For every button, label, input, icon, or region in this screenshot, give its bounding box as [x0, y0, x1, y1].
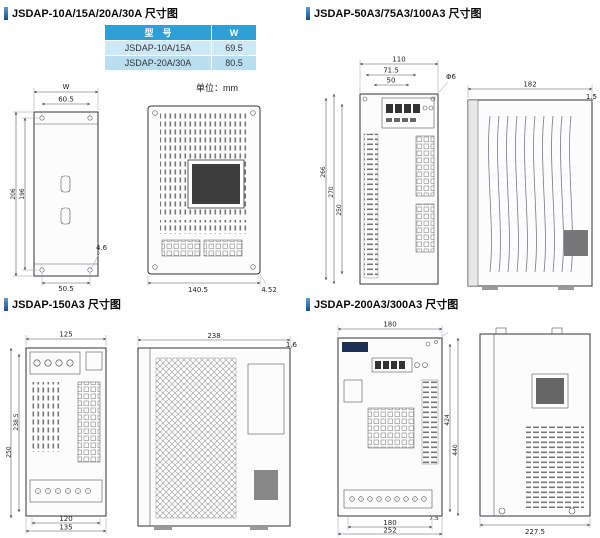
dim-mount-width: 120: [59, 515, 72, 523]
connector-block: [203, 239, 243, 257]
dim-bottom-width: 135: [59, 524, 72, 532]
dim-depth: 238: [207, 332, 220, 340]
dimensions: 140.5 4.52: [147, 273, 277, 294]
drawing-s1-back-view: W 60.5 206 196 50.5 4.6: [10, 83, 108, 292]
model-width-table: 型 号 W JSDAP-10A/15A 69.5 JSDAP-20A/30A 8…: [104, 24, 257, 71]
dim-mount-width: 180: [383, 519, 396, 527]
dim-height-a: 238.5: [13, 413, 20, 430]
dim-panel: 1.5: [586, 93, 597, 101]
dim-height-b: 440: [452, 444, 459, 456]
drawing-s2-front-view: 110 71.5 50 266 270 250 Φ6: [320, 56, 457, 285]
model-cell: JSDAP-20A/30A: [105, 56, 211, 70]
drive-body: [137, 347, 291, 530]
dimensions: 238 1.6: [137, 332, 298, 351]
drive-body: [467, 99, 593, 290]
dim-mount-width: 71.5: [383, 67, 399, 75]
dim-width: 180: [383, 321, 396, 329]
drive-body: [25, 347, 107, 517]
section-marker-icon: [4, 297, 8, 311]
dim-inner-width: 50: [387, 77, 396, 85]
section-marker-icon: [4, 6, 8, 20]
dimensions: W 60.5 206 196 50.5 4.6: [10, 83, 108, 292]
w-cell: 69.5: [212, 41, 256, 55]
vent-grille: [363, 133, 379, 279]
terminal-box: [254, 470, 278, 500]
table-header-row: 型 号 W: [105, 25, 256, 40]
table-row: JSDAP-10A/15A 69.5: [105, 41, 256, 55]
display-window: [192, 164, 240, 204]
dim-height-b: 250: [6, 446, 13, 458]
vent-mesh: [155, 357, 237, 519]
drive-body: [479, 327, 591, 517]
table-header-w: W: [212, 25, 256, 40]
vent-grille: [160, 220, 248, 234]
vent-grille: [30, 382, 60, 452]
drawing-s2-side-view: 182 1.5: [467, 81, 597, 290]
dim-hole: 4.6: [96, 244, 108, 252]
dim-hole: Φ6: [446, 73, 457, 81]
section-header-s4: JSDAP-200A3/300A3 尺寸图: [306, 296, 458, 312]
model-cell: JSDAP-10A/15A: [105, 41, 211, 55]
connector-block: [415, 203, 435, 253]
dim-foot: 7.5: [429, 515, 439, 522]
section-title-s1: JSDAP-10A/15A/20A/30A 尺寸图: [12, 8, 178, 20]
mount-plate: [33, 111, 99, 277]
front-panel-edge: [467, 99, 479, 287]
table-header-model: 型 号: [105, 25, 211, 40]
section-header-s1: JSDAP-10A/15A/20A/30A 尺寸图: [4, 5, 178, 21]
connector-block: [161, 239, 201, 257]
dim-width: 140.5: [188, 286, 208, 294]
dim-overall-height: 206: [10, 188, 17, 200]
terminal-grid: [367, 407, 415, 449]
section-marker-icon: [306, 6, 310, 20]
connector-block: [77, 381, 101, 463]
dimensions: 182 1.5: [467, 81, 597, 103]
dim-width: 125: [59, 331, 72, 339]
section-marker-icon: [306, 297, 310, 311]
dim-depth: 182: [523, 81, 536, 89]
section-title-s4: JSDAP-200A3/300A3 尺寸图: [314, 299, 459, 311]
vent-grille: [526, 424, 584, 508]
dim-mount-height: 250: [336, 204, 343, 216]
dim-mount-width: 60.5: [58, 96, 74, 104]
dimensions: 227.5: [479, 518, 591, 536]
dim-panel: 1.6: [286, 341, 298, 349]
unit-note: 单位：mm: [196, 83, 238, 93]
drawing-s1-front-view: 140.5 4.52: [147, 105, 277, 294]
vent-grille: [421, 379, 439, 465]
dim-height-a: 424: [444, 414, 451, 426]
drawing-s4-front-view: 180 424 440 7.5 180 252: [337, 321, 460, 537]
dim-overall-width: W: [63, 83, 70, 91]
dim-bottom-width: 50.5: [58, 285, 74, 292]
brand-logo: [342, 342, 368, 352]
drawing-s4-side-view: 227.5: [479, 327, 591, 536]
drawing-s3-front-view: 125 238.5 250 120 135: [6, 331, 107, 534]
dimensions: 125 238.5 250 120 135: [6, 331, 107, 534]
dimensions: 110 71.5 50 266 270 250 Φ6: [320, 56, 457, 285]
dim-mount-height: 196: [19, 188, 26, 200]
drive-body: [359, 93, 439, 285]
terminal-box: [564, 230, 588, 256]
drawing-s3-side-view: 238 1.6: [137, 332, 298, 530]
dim-height-b: 270: [328, 186, 335, 198]
dim-offset: 4.52: [261, 286, 277, 294]
connector-block: [415, 135, 435, 197]
drive-body: [337, 331, 449, 517]
drive-body: [147, 105, 261, 275]
dim-width: 110: [392, 56, 405, 64]
section-title-s3: JSDAP-150A3 尺寸图: [12, 299, 121, 311]
dim-height-a: 266: [320, 166, 327, 178]
table-row: JSDAP-20A/30A 80.5: [105, 56, 256, 70]
dimensions: 180 424 440 7.5 180 252: [337, 321, 460, 537]
section-header-s3: JSDAP-150A3 尺寸图: [4, 296, 121, 312]
dim-bottom-width: 252: [383, 527, 396, 535]
section-title-s2: JSDAP-50A3/75A3/100A3 尺寸图: [314, 8, 482, 20]
w-cell: 80.5: [212, 56, 256, 70]
section-header-s2: JSDAP-50A3/75A3/100A3 尺寸图: [306, 5, 482, 21]
dim-depth: 227.5: [525, 528, 545, 536]
component-box: [536, 378, 564, 404]
